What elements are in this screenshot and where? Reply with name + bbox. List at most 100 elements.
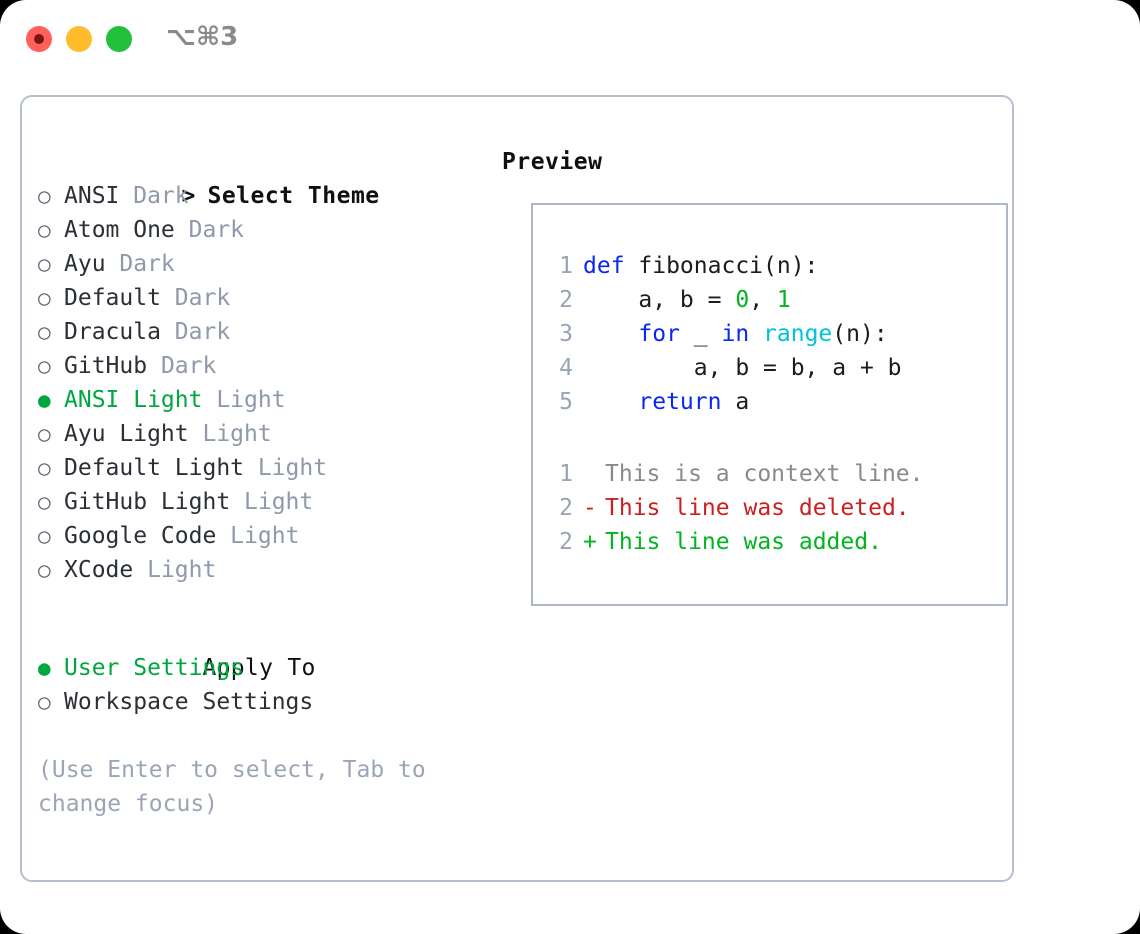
- theme-list-item[interactable]: ○ ANSI Dark: [38, 179, 498, 213]
- radio-selected-icon: ●: [38, 656, 51, 680]
- radio-unselected-icon: ○: [38, 286, 51, 310]
- radio-unselected-icon: ○: [38, 422, 51, 446]
- theme-variant-tag: Dark: [160, 285, 231, 311]
- apply-to-title: Apply To: [202, 655, 316, 681]
- theme-list-item[interactable]: ○GitHub Dark: [38, 349, 498, 383]
- radio-unselected-icon: ○: [38, 690, 51, 714]
- apply-to-label: User Settings: [64, 655, 245, 681]
- code-line: 1 def fibonacci(n):: [549, 249, 999, 283]
- theme-list-item[interactable]: ○ Ayu Light Light: [38, 417, 498, 451]
- theme-variant-tag: Light: [188, 421, 272, 447]
- theme-variant-tag: Light: [202, 387, 286, 413]
- radio-unselected-icon: ○: [38, 456, 51, 480]
- line-number: 5: [559, 389, 573, 415]
- theme-variant-tag: Dark: [119, 183, 189, 209]
- theme-name: Default: [64, 285, 161, 311]
- theme-name: Ayu Light: [64, 421, 189, 447]
- theme-name: GitHub Light: [64, 489, 231, 515]
- theme-list-item[interactable]: ○ Atom One Dark: [38, 213, 498, 247]
- theme-variant-tag: Light: [216, 523, 300, 549]
- preview-title: Preview: [502, 149, 603, 175]
- theme-list-item[interactable]: ○ Default Dark: [38, 281, 498, 315]
- theme-list-item[interactable]: ○ XCode Light: [38, 553, 498, 587]
- tui-card: >Select Theme ○ANSI Dark○Atom One Dark○A…: [20, 95, 1014, 882]
- keyboard-hint-text: (Use Enter to select, Tab to change focu…: [38, 757, 426, 817]
- maximize-button[interactable]: [106, 26, 132, 52]
- code-line: 2 a, b = 0, 1: [549, 283, 999, 317]
- theme-name: XCode: [64, 557, 134, 583]
- line-number: 4: [559, 355, 573, 381]
- code-token: for: [638, 321, 680, 347]
- title-bar: ⌥⌘3: [0, 0, 1140, 78]
- recording-indicator-icon: [34, 34, 44, 44]
- apply-to-label: Workspace Settings: [64, 689, 314, 715]
- line-number: 1: [559, 461, 573, 487]
- diff-sign: -: [583, 495, 597, 521]
- code-token: _: [679, 321, 722, 347]
- theme-name: ANSI: [64, 183, 120, 209]
- apply-to-option[interactable]: ○ Workspace Settings: [38, 685, 498, 719]
- code-token: 1: [776, 287, 791, 313]
- theme-list-item[interactable]: ○Google Code Light: [38, 519, 498, 553]
- code-token: 0: [735, 287, 750, 313]
- code-token: (n):: [832, 321, 888, 347]
- line-number: 2: [559, 529, 573, 555]
- select-theme-title: Select Theme: [207, 183, 380, 209]
- code-token: [749, 321, 763, 347]
- radio-unselected-icon: ○: [38, 320, 51, 344]
- radio-unselected-icon: ○: [38, 184, 51, 208]
- theme-list-item[interactable]: ○Ayu Dark: [38, 247, 498, 281]
- theme-picker-pane: >Select Theme ○ANSI Dark○Atom One Dark○A…: [38, 145, 498, 821]
- code-token: a, b = b, a + b: [583, 355, 902, 381]
- apply-to-heading: ○Apply To: [38, 617, 498, 681]
- theme-name: Google Code: [64, 523, 217, 549]
- theme-variant-tag: Light: [230, 489, 314, 515]
- theme-name: Dracula: [64, 319, 161, 345]
- radio-selected-icon: ●: [38, 388, 51, 412]
- code-token: a, b =: [583, 287, 736, 313]
- code-line: 5 return a: [549, 385, 999, 419]
- radio-unselected-icon: ○: [38, 354, 51, 378]
- minimize-button[interactable]: [66, 26, 92, 52]
- line-number: 3: [559, 321, 573, 347]
- theme-list-item[interactable]: ○ Dracula Dark: [38, 315, 498, 349]
- diff-line: 1 This is a context line.: [549, 457, 999, 491]
- code-token: def: [583, 253, 625, 279]
- shortcut-label: ⌥⌘3: [166, 22, 239, 52]
- theme-name: ANSI Light: [64, 387, 203, 413]
- line-number: 2: [559, 495, 573, 521]
- theme-name: Atom One: [64, 217, 175, 243]
- close-button[interactable]: [26, 26, 52, 52]
- diff-text: This is a context line.: [605, 461, 924, 487]
- apply-to-list: ● User Settings ○ Workspace Settings: [38, 651, 498, 719]
- caret-icon: >: [181, 183, 196, 209]
- theme-variant-tag: Dark: [174, 217, 245, 243]
- apply-to-option[interactable]: ● User Settings: [38, 651, 498, 685]
- theme-variant-tag: Light: [133, 557, 217, 583]
- radio-unselected-icon: ○: [38, 252, 51, 276]
- line-number: 2: [559, 287, 573, 313]
- theme-list-item[interactable]: ○Default Light Light: [38, 451, 498, 485]
- theme-variant-tag: Dark: [160, 319, 231, 345]
- diff-sample: 1 This is a context line. 2-This line was…: [549, 457, 999, 559]
- radio-unselected-icon: ○: [38, 558, 51, 582]
- code-token: [583, 389, 638, 415]
- radio-unselected-icon: ○: [38, 490, 51, 514]
- line-number: 1: [559, 253, 573, 279]
- diff-text: This line was added.: [605, 529, 882, 555]
- code-token: ,: [749, 287, 777, 313]
- diff-sign: [583, 457, 605, 491]
- code-token: fibonacci(n):: [624, 253, 819, 279]
- code-token: a: [721, 389, 750, 415]
- diff-sign: +: [583, 529, 597, 555]
- code-token: [583, 321, 638, 347]
- theme-list-item[interactable]: ● ANSI Light Light: [38, 383, 498, 417]
- theme-list: ○ANSI Dark○Atom One Dark○Ayu Dark○Defaul…: [38, 179, 498, 587]
- theme-list-item[interactable]: ○ GitHub Light Light: [38, 485, 498, 519]
- diff-text: This line was deleted.: [605, 495, 910, 521]
- radio-unselected-icon: ○: [38, 218, 51, 242]
- theme-variant-tag: Dark: [147, 353, 217, 379]
- code-line: 3 for _ in range(n):: [549, 317, 999, 351]
